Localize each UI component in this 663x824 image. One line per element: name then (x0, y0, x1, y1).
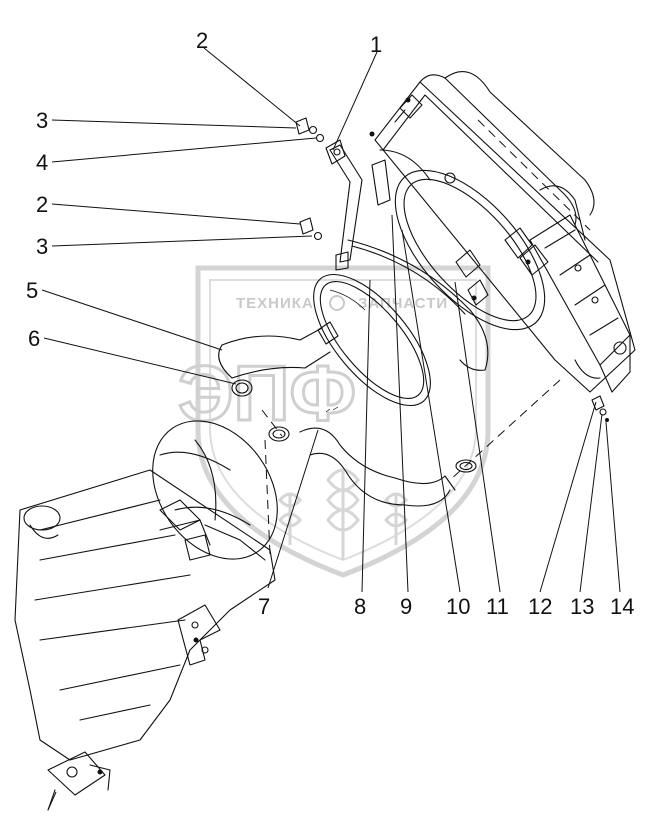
callout-8: 8 (354, 594, 366, 619)
callout-13: 13 (570, 594, 594, 619)
callout-5: 5 (26, 278, 38, 303)
watermark-emblem-icon (329, 295, 345, 311)
callout-6: 6 (28, 326, 40, 351)
mounting-fasteners (591, 395, 609, 422)
watermark-logo: ЭПФ (178, 349, 356, 437)
callout-9: 9 (400, 594, 412, 619)
leader-lines (41, 47, 621, 811)
callout-4: 4 (36, 150, 48, 175)
watermark-text-left: ТЕХНИКА (236, 295, 314, 312)
callout-3-lower: 3 (36, 234, 48, 259)
callout-2-top: 2 (196, 28, 208, 53)
callout-12: 12 (528, 594, 552, 619)
fan-shroud-ring (313, 239, 489, 407)
assembly-axes (261, 119, 591, 556)
callout-labels: 2 1 3 4 2 3 5 6 7 8 9 10 11 12 13 14 (26, 28, 634, 619)
hose-clamp (231, 379, 477, 473)
watermark: ТЕХНИКА ЗАПЧАСТИ ЭПФ (177, 265, 491, 578)
radiator-assembly (369, 70, 636, 393)
watermark-wheat-icon (278, 468, 408, 560)
support-bracket (325, 139, 363, 271)
bolt-washer-set (295, 117, 325, 241)
watermark-text-right: ЗАПЧАСТИ (358, 295, 448, 312)
upper-hose (218, 321, 339, 379)
callout-3-top: 3 (36, 108, 48, 133)
callout-10: 10 (446, 594, 470, 619)
callout-11: 11 (486, 594, 509, 619)
callout-7: 7 (258, 594, 270, 619)
callout-2-lower: 2 (36, 192, 48, 217)
callout-14: 14 (610, 594, 634, 619)
lower-hose (299, 406, 456, 507)
callout-1: 1 (370, 32, 382, 57)
